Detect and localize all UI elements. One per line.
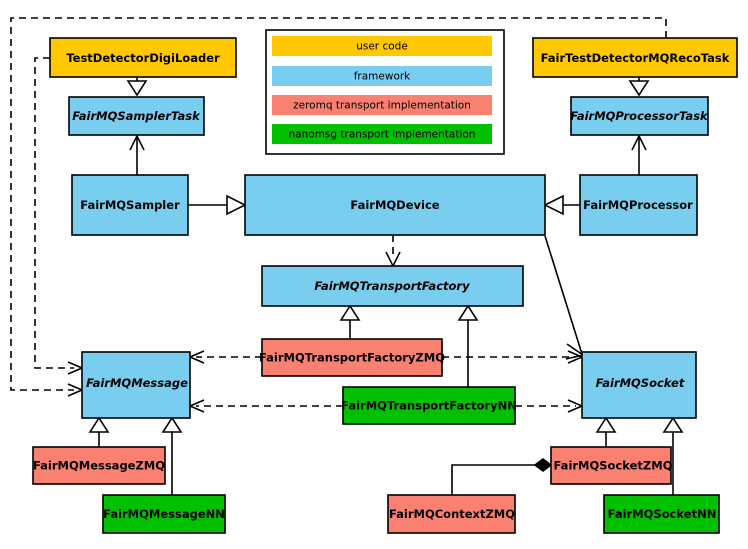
node-label-FairMQSocketZMQ: FairMQSocketZMQ <box>554 459 673 473</box>
node-label-FairMQMessage: FairMQMessage <box>86 376 188 390</box>
node-box-FairMQContextZMQ[interactable] <box>387 494 516 534</box>
node-box-FairMQSocketZMQ[interactable] <box>550 446 672 485</box>
node-label-FairMQTransportFactory: FairMQTransportFactory <box>314 279 470 293</box>
node-label-FairMQSocket: FairMQSocket <box>596 376 685 390</box>
node-box-FairMQMessage[interactable] <box>81 351 191 419</box>
edge-group-generalizations <box>88 77 684 495</box>
node-FairMQSocket[interactable]: FairMQSocket <box>581 351 697 419</box>
arrowhead-messagezmq-to-message <box>88 416 110 433</box>
diamond-socketzmq-composition <box>533 458 553 472</box>
node-label-TestDetectorDigiLoader: TestDetectorDigiLoader <box>66 51 220 65</box>
arrowhead-factorynn-to-factory <box>457 304 479 321</box>
node-label-FairMQProcessorTask: FairMQProcessorTask <box>570 109 709 123</box>
node-label-FairMQTransportFactoryNN: FairMQTransportFactoryNN <box>341 399 517 413</box>
node-label-FairMQProcessor: FairMQProcessor <box>583 198 693 212</box>
legend-label-user-code: user code <box>356 41 408 53</box>
arrowhead-device-to-factory <box>385 251 401 268</box>
node-box-FairMQTransportFactoryNN[interactable] <box>342 386 516 425</box>
edge-socketzmq-to-contextzmq <box>451 464 536 495</box>
legend-swatch-framework <box>272 66 492 86</box>
class-nodes: TestDetectorDigiLoader FairTestDetectorM… <box>32 37 738 534</box>
node-FairMQProcessorTask[interactable]: FairMQProcessorTask <box>570 96 709 136</box>
node-FairMQMessage[interactable]: FairMQMessage <box>81 351 191 419</box>
arrowhead-sampler-to-device <box>226 194 247 216</box>
node-FairMQProcessor[interactable]: FairMQProcessor <box>579 174 698 236</box>
node-box-FairMQTransportFactory[interactable] <box>261 265 524 307</box>
node-FairMQTransportFactory[interactable]: FairMQTransportFactory <box>261 265 524 307</box>
legend-item-framework: framework <box>272 66 492 86</box>
node-box-FairTestDetectorMQRecoTask[interactable] <box>532 37 738 78</box>
arrowhead-sampler-to-samplertask <box>129 134 145 151</box>
node-label-FairMQMessageZMQ: FairMQMessageZMQ <box>33 459 165 473</box>
node-label-FairMQMessageNN: FairMQMessageNN <box>103 507 225 521</box>
node-label-FairMQContextZMQ: FairMQContextZMQ <box>389 507 515 521</box>
arrowhead-socketnn-to-socket <box>662 416 684 433</box>
node-FairMQContextZMQ[interactable]: FairMQContextZMQ <box>387 494 516 534</box>
edge-group-composition <box>451 458 553 495</box>
edge-recotask-to-message <box>10 17 667 391</box>
edge-digiloader-to-message <box>34 57 74 369</box>
node-FairTestDetectorMQRecoTask[interactable]: FairTestDetectorMQRecoTask <box>532 37 738 78</box>
legend-item-nanomsg: nanomsg transport implementation <box>272 124 492 144</box>
node-FairMQSocketZMQ[interactable]: FairMQSocketZMQ <box>550 446 673 485</box>
arrowhead-processor-to-processortask <box>631 134 647 151</box>
node-box-FairMQProcessor[interactable] <box>579 174 698 236</box>
node-FairMQMessageNN[interactable]: FairMQMessageNN <box>102 494 226 534</box>
node-FairMQDevice[interactable]: FairMQDevice <box>244 174 546 236</box>
node-box-FairMQProcessorTask[interactable] <box>570 96 709 136</box>
node-box-FairMQDevice[interactable] <box>244 174 546 236</box>
node-FairMQSocketNN[interactable]: FairMQSocketNN <box>603 494 720 534</box>
legend: user code framework zeromq transport imp… <box>265 29 505 155</box>
arrowhead-messagenn-to-message <box>161 416 183 433</box>
legend-label-nanomsg: nanomsg transport implementation <box>289 129 476 141</box>
edge-device-to-socket <box>544 235 583 355</box>
node-box-FairMQTransportFactoryZMQ[interactable] <box>261 338 443 377</box>
node-FairMQSamplerTask[interactable]: FairMQSamplerTask <box>68 96 205 136</box>
node-label-FairMQSampler: FairMQSampler <box>80 198 180 212</box>
arrowhead-recotask-to-processortask <box>628 80 650 97</box>
node-box-FairMQMessageZMQ[interactable] <box>32 446 166 485</box>
node-box-FairMQMessageNN[interactable] <box>102 494 226 534</box>
node-box-FairMQSampler[interactable] <box>71 174 189 236</box>
arrowhead-processor-to-device <box>543 194 564 216</box>
node-label-FairTestDetectorMQRecoTask: FairTestDetectorMQRecoTask <box>541 51 730 65</box>
legend-item-zeromq: zeromq transport implementation <box>272 95 492 115</box>
node-label-FairMQSamplerTask: FairMQSamplerTask <box>72 109 201 123</box>
legend-label-zeromq: zeromq transport implementation <box>293 100 471 112</box>
legend-swatch-zeromq <box>272 95 492 115</box>
node-FairMQTransportFactoryNN[interactable]: FairMQTransportFactoryNN <box>341 386 517 425</box>
legend-label-framework: framework <box>354 71 411 83</box>
node-label-FairMQSocketNN: FairMQSocketNN <box>608 507 717 521</box>
node-box-TestDetectorDigiLoader[interactable] <box>49 37 237 78</box>
edge-group-dependencies <box>187 235 585 413</box>
node-TestDetectorDigiLoader[interactable]: TestDetectorDigiLoader <box>49 37 237 78</box>
node-box-FairMQSamplerTask[interactable] <box>68 96 205 136</box>
node-FairMQTransportFactoryZMQ[interactable]: FairMQTransportFactoryZMQ <box>259 338 445 377</box>
legend-swatch-nanomsg <box>272 124 492 144</box>
node-box-FairMQSocketNN[interactable] <box>603 494 720 534</box>
node-box-FairMQSocket[interactable] <box>581 351 697 419</box>
arrowhead-digiloader-to-samplertask <box>126 80 148 97</box>
arrowhead-socketzmq-to-socket <box>595 416 617 433</box>
node-label-FairMQDevice: FairMQDevice <box>350 198 439 212</box>
node-FairMQMessageZMQ[interactable]: FairMQMessageZMQ <box>32 446 166 485</box>
node-label-FairMQTransportFactoryZMQ: FairMQTransportFactoryZMQ <box>259 351 445 365</box>
arrowhead-factoryzmq-to-factory <box>339 304 361 321</box>
legend-item-user-code: user code <box>272 36 492 56</box>
legend-swatch-user-code <box>272 36 492 56</box>
node-FairMQSampler[interactable]: FairMQSampler <box>71 174 189 236</box>
